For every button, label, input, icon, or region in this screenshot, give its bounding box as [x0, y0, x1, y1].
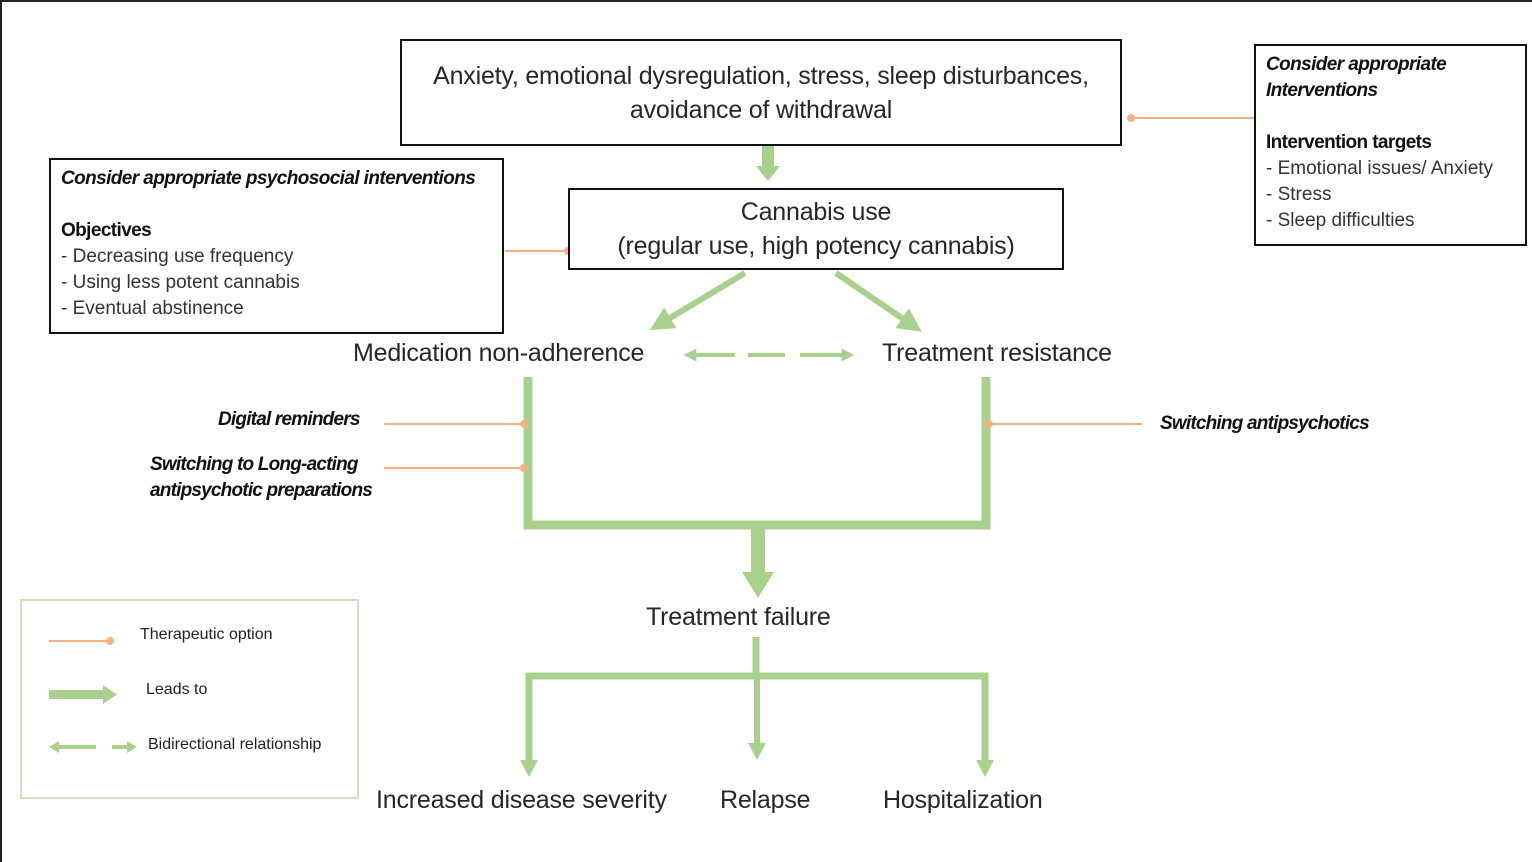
legend-bidirectional-label: Bidirectional relationship	[148, 736, 322, 753]
target-item: - Emotional issues/ Anxiety	[1266, 158, 1494, 179]
node-triggers-line1: Anxiety, emotional dysregulation, stress…	[433, 61, 1089, 90]
arrow-cannabis-to-non-adherence	[649, 270, 747, 331]
arrowhead-hospitalization	[976, 760, 994, 777]
psychosocial-interventions-box: Consider appropriate psychosocial interv…	[49, 158, 504, 334]
interventions-title-line2: Interventions	[1266, 80, 1378, 101]
arrow-triggers-to-cannabis	[756, 146, 780, 181]
target-item: - Stress	[1266, 184, 1332, 205]
arrow-cannabis-to-treatment-resistance	[834, 270, 922, 332]
node-treatment-failure: Treatment failure	[646, 603, 831, 631]
node-treatment-resistance: Treatment resistance	[882, 339, 1112, 367]
therapeutic-links	[384, 114, 1254, 472]
interventions-box: Consider appropriate Interventions Inter…	[1254, 44, 1527, 246]
objective-item: - Decreasing use frequency	[61, 246, 294, 267]
objective-item: - Eventual abstinence	[61, 298, 244, 319]
arrows-to-outcomes	[520, 637, 994, 777]
legend-therapeutic-option-label: Therapeutic option	[140, 626, 273, 643]
legend-therapeutic-option-icon	[49, 637, 114, 645]
arrow-to-treatment-failure	[523, 377, 991, 598]
target-item: - Sleep difficulties	[1266, 210, 1415, 231]
option-long-acting-line1: Switching to Long-acting	[150, 454, 359, 475]
legend-leads-to-icon	[49, 685, 117, 704]
legend-symbols	[49, 637, 137, 753]
objective-item: - Using less potent cannabis	[61, 272, 300, 293]
intervention-targets-heading: Intervention targets	[1266, 132, 1432, 153]
outcome-hospitalization: Hospitalization	[883, 786, 1043, 814]
outcome-increased-disease-severity: Increased disease severity	[376, 786, 667, 814]
option-long-acting-line2: antipsychotic preparations	[150, 480, 373, 501]
interventions-title-line1: Consider appropriate	[1266, 54, 1447, 75]
node-cannabis-line2: (regular use, high potency cannabis)	[617, 232, 1015, 260]
arrowhead-relapse	[748, 743, 766, 760]
node-medication-non-adherence: Medication non-adherence	[353, 339, 645, 367]
node-triggers-line2: avoidance of withdrawal	[629, 95, 893, 124]
legend-leads-to-label: Leads to	[146, 681, 208, 698]
legend: Therapeutic option Leads to Bidirectiona…	[20, 599, 359, 799]
legend-bidirectional-icon	[49, 741, 137, 753]
option-switching-antipsychotics: Switching antipsychotics	[1160, 413, 1370, 434]
node-triggers: Anxiety, emotional dysregulation, stress…	[400, 39, 1122, 146]
arrowhead-increased-severity	[520, 760, 538, 777]
psychosocial-title: Consider appropriate psychosocial interv…	[61, 168, 476, 189]
outcome-relapse: Relapse	[720, 786, 811, 814]
node-cannabis-use: Cannabis use (regular use, high potency …	[568, 188, 1064, 270]
objectives-heading: Objectives	[61, 220, 152, 241]
node-cannabis-line1: Cannabis use	[740, 198, 892, 226]
option-digital-reminders: Digital reminders	[218, 409, 360, 430]
